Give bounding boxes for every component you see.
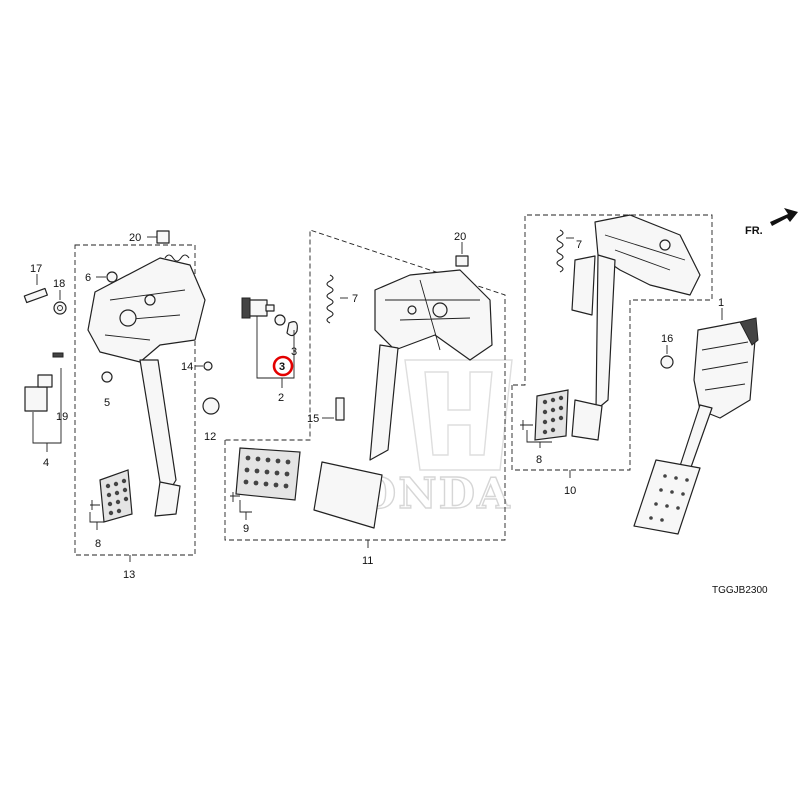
nut-20-middle <box>455 255 469 267</box>
callout: 16 <box>661 333 673 345</box>
callout: 5 <box>104 397 110 409</box>
switch-4 <box>24 352 64 412</box>
callout: 10 <box>564 485 576 497</box>
pedal-pad-left <box>90 469 133 523</box>
stop-switch-2 <box>241 297 275 319</box>
diagram-code: TGGJB2300 <box>712 585 768 596</box>
callout: 3 <box>279 361 285 373</box>
grommet-5 <box>101 371 113 383</box>
group-frame-11 <box>224 229 506 541</box>
callout: 19 <box>56 411 68 423</box>
front-direction-label: FR. <box>745 225 763 237</box>
front-direction-indicator <box>770 208 798 226</box>
accelerator-pedal-1 <box>633 317 759 535</box>
front-arrow-icon <box>770 208 798 226</box>
callout: 20 <box>129 232 141 244</box>
pedal-pad-9 <box>230 447 301 502</box>
brake-pedal-assembly <box>87 254 206 517</box>
clip-14 <box>203 361 213 371</box>
callout: 13 <box>123 569 135 581</box>
clutch-pedal-assembly <box>313 269 493 529</box>
callout: 1 <box>718 297 724 309</box>
callouts: 20 17 18 6 14 5 12 4 19 8 13 2 3 3 7 15 … <box>30 231 724 581</box>
group-frame-13 <box>74 244 196 556</box>
clip-3b <box>286 321 298 337</box>
callout: 15 <box>307 413 319 425</box>
callout: 4 <box>43 457 49 469</box>
clip-3a <box>274 314 286 326</box>
callout: 8 <box>536 454 542 466</box>
bolt-17 <box>23 287 48 304</box>
ring-12 <box>202 397 220 415</box>
clip-6 <box>106 271 118 283</box>
callout: 6 <box>85 272 91 284</box>
nut-16 <box>660 355 674 369</box>
return-spring-7-middle <box>326 274 334 324</box>
callout: 3 <box>291 346 297 358</box>
callout: 14 <box>181 361 193 373</box>
callout: 8 <box>95 538 101 550</box>
callout: 12 <box>204 431 216 443</box>
callout: 9 <box>243 523 249 535</box>
callout: 20 <box>454 231 466 243</box>
callout: 2 <box>278 392 284 404</box>
callout: 18 <box>53 278 65 290</box>
callout: 7 <box>352 293 358 305</box>
callout: 11 <box>362 555 373 567</box>
nut-20-left <box>156 230 170 244</box>
highlighted-callout-ring <box>272 355 294 377</box>
group-frame-10 <box>511 214 713 471</box>
bolt-15 <box>335 397 345 421</box>
callout: 7 <box>576 239 582 251</box>
callout: 17 <box>30 263 42 275</box>
pedal-pad-right <box>520 389 569 441</box>
nut-18 <box>53 301 67 315</box>
pedal-assembly-10 <box>556 214 701 441</box>
